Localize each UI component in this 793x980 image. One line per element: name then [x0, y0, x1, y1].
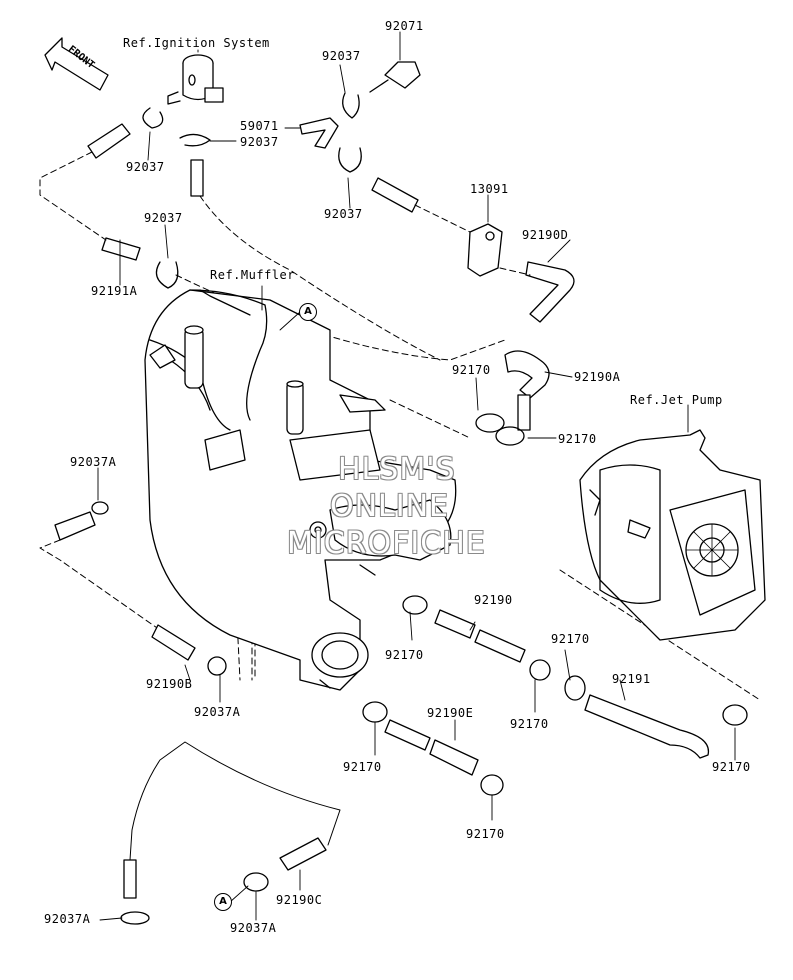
part-label: 92190E [427, 706, 474, 720]
clamp-icon [529, 659, 551, 681]
hose-icon [517, 394, 531, 431]
part-label: 92037A [194, 705, 241, 719]
ignition-fitting-icon [167, 54, 224, 105]
callout-a-bottom: A [214, 893, 232, 911]
hose-icon [525, 261, 575, 323]
part-label: 92037 [322, 49, 361, 63]
clamp-icon [362, 701, 388, 723]
part-label: 92170 [551, 632, 590, 646]
elbow-fitting-icon [299, 117, 339, 149]
clamp-icon [342, 92, 360, 119]
clamp-icon [564, 675, 586, 701]
hose-icon [474, 629, 526, 663]
part-label: 92037 [324, 207, 363, 221]
clamp-icon [475, 413, 505, 433]
hose-icon [434, 609, 476, 639]
callout-a-top: A [299, 303, 317, 321]
clamp-icon [338, 147, 362, 173]
hose-icon [504, 350, 550, 399]
hose-icon [151, 624, 196, 661]
hose-icon [190, 159, 204, 197]
part-label: 92037 [126, 160, 165, 174]
part-label: 92071 [385, 19, 424, 33]
clamp-icon [495, 426, 525, 446]
hose-icon [279, 837, 327, 871]
part-label: 92037A [44, 912, 91, 926]
clamp-icon [179, 133, 211, 147]
part-label: 59071 [240, 119, 279, 133]
hose-icon [371, 177, 419, 213]
part-label: 92190C [276, 893, 323, 907]
clamp-icon [207, 656, 227, 676]
part-label: 92170 [452, 363, 491, 377]
clamp-icon [155, 261, 179, 289]
part-label: 92190 [474, 593, 513, 607]
watermark-line-1: HLSM'S [338, 452, 456, 487]
front-arrow-icon [44, 37, 109, 91]
clamp-icon [91, 501, 109, 515]
ref-muffler-label: Ref.Muffler [210, 268, 295, 282]
part-label: 92170 [343, 760, 382, 774]
part-label: 92190B [146, 677, 193, 691]
hose-icon [584, 694, 710, 759]
part-label: 92191A [91, 284, 138, 298]
ref-ignition-label: Ref.Ignition System [123, 36, 270, 50]
clamp-icon [722, 704, 748, 726]
clamp-icon [402, 595, 428, 615]
part-label: 92190A [574, 370, 621, 384]
part-label: 92037A [70, 455, 117, 469]
ref-jet-pump-label: Ref.Jet Pump [630, 393, 723, 407]
part-label: 92190D [522, 228, 569, 242]
hose-icon [429, 739, 479, 776]
hose-icon [384, 719, 431, 751]
part-label: 92170 [466, 827, 505, 841]
part-label: 92170 [510, 717, 549, 731]
hose-icon [54, 511, 96, 541]
clamp-icon [142, 107, 164, 129]
clamp-icon [120, 911, 150, 925]
watermark-line-3: MICROFICHE [287, 526, 486, 561]
rubber-block-icon [467, 223, 503, 277]
hose-icon [123, 859, 137, 899]
engine-body-icon [144, 289, 457, 691]
watermark-line-2: ONLINE [330, 489, 450, 524]
hose-icon [87, 123, 131, 159]
clamp-icon [480, 774, 504, 796]
part-label: 92037 [240, 135, 279, 149]
hose-icon [101, 237, 141, 261]
part-label: 92037A [230, 921, 277, 935]
jet-pump-icon [579, 429, 766, 641]
part-label: 92191 [612, 672, 651, 686]
clamp-icon [243, 872, 269, 892]
part-label: 92170 [385, 648, 424, 662]
part-label: 92170 [712, 760, 751, 774]
valve-icon [369, 61, 421, 93]
part-label: 92170 [558, 432, 597, 446]
part-label: 13091 [470, 182, 509, 196]
part-label: 92037 [144, 211, 183, 225]
